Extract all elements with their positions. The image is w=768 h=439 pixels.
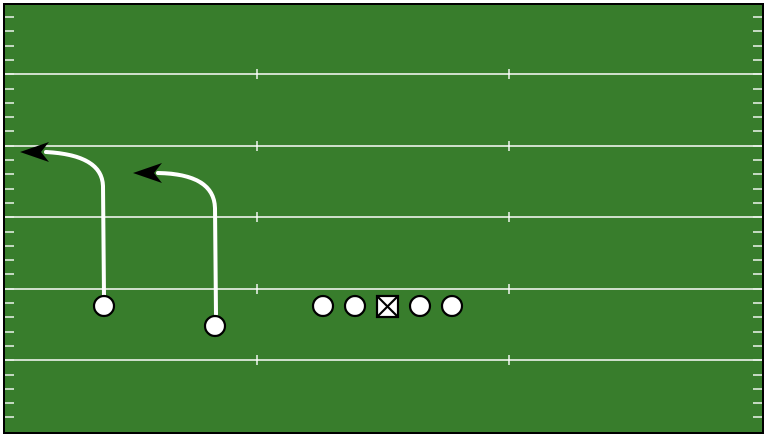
- route-wide-left: [44, 150, 106, 298]
- player-left-guard: [343, 294, 367, 318]
- route-arrows: [20, 142, 162, 183]
- player-right-tackle: [440, 294, 464, 318]
- field-turf: [3, 3, 764, 434]
- routes: [44, 150, 218, 316]
- arrowhead-wide-left: [20, 142, 49, 162]
- player-receiver-slot-left: [203, 314, 227, 338]
- route-slot-left: [156, 171, 218, 316]
- yard-lines: [5, 73, 762, 361]
- players: [92, 294, 464, 338]
- player-left-tackle: [311, 294, 335, 318]
- hash-marks: [256, 69, 510, 365]
- player-right-guard: [408, 294, 432, 318]
- player-center: [375, 294, 400, 319]
- sideline-ticks: [5, 16, 762, 418]
- player-receiver-wide-left: [92, 294, 116, 318]
- arrowhead-slot-left: [133, 163, 162, 183]
